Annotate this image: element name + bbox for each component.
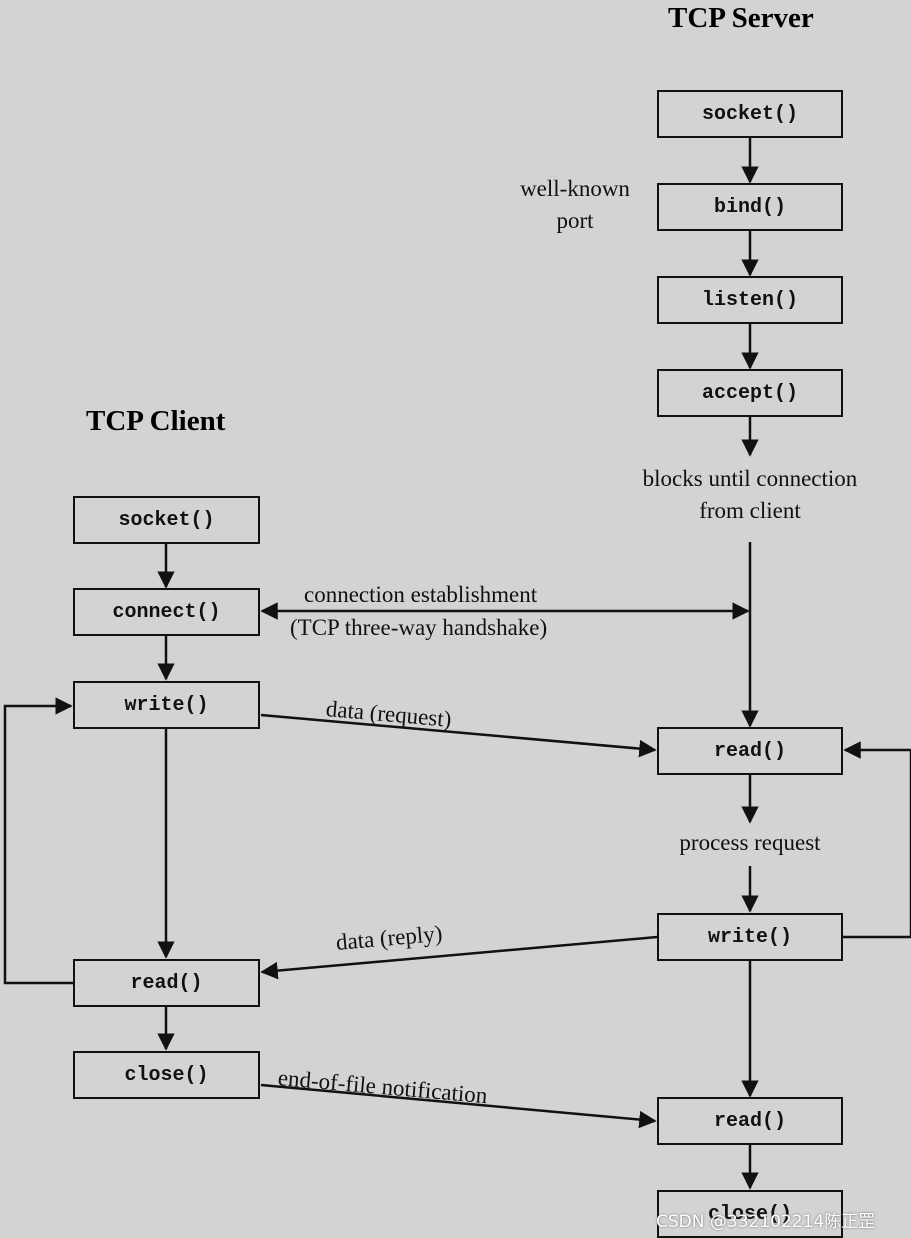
blocks-note: blocks until connection from client [612,463,888,527]
server-close-box: close() [657,1190,843,1238]
connection-line2: (TCP three-way handshake) [290,615,548,640]
arrow-data-request [260,713,657,758]
server-write-box: write() [657,913,843,961]
server-loop [843,741,911,939]
client-title: TCP Client [86,405,226,437]
csdn-watermark: CSDN @332102214陈正罡 [656,1212,876,1232]
well-known-port-note: well-known port [500,173,650,237]
arrow-eof [260,1083,657,1129]
blocks-line2: from client [699,498,801,523]
connection-line1: connection establishment [304,582,538,607]
well-known-line2: port [556,208,594,233]
client-connect-box: connect() [73,588,260,636]
blocks-line1: blocks until connection [642,466,858,491]
well-known-line1: well-known [520,176,630,201]
arrow-data-reply [260,935,658,980]
server-bind-box: bind() [657,183,843,231]
server-read-box: read() [657,727,843,775]
process-request-label: process request [679,830,821,855]
server-accept-box: accept() [657,369,843,417]
server-socket-box: socket() [657,90,843,138]
client-read-box: read() [73,959,260,1007]
client-close-box: close() [73,1051,260,1099]
server-title: TCP Server [668,2,814,34]
client-loop [3,697,73,985]
server-read-eof-box: read() [657,1097,843,1145]
client-socket-box: socket() [73,496,260,544]
server-listen-box: listen() [657,276,843,324]
client-write-box: write() [73,681,260,729]
